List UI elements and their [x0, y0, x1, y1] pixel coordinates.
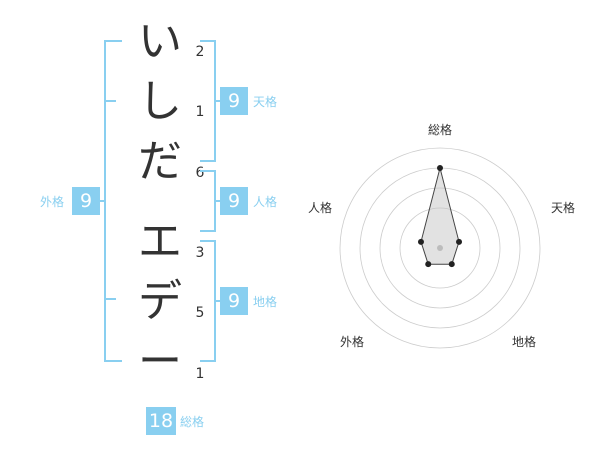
- chikaku-bracket-connector: [214, 300, 220, 302]
- name-char-5: デ: [138, 276, 182, 327]
- soukaku-label: 総格: [180, 415, 205, 429]
- jinkaku-value-badge: 9: [220, 187, 248, 215]
- radar-point-5: [417, 238, 424, 245]
- radar-axis-label-chikaku: 地格: [511, 335, 536, 349]
- stroke-count-6: 1: [195, 366, 205, 382]
- stroke-count-5: 5: [195, 305, 205, 321]
- name-char-6: ー: [138, 336, 182, 387]
- stroke-count-4: 3: [195, 245, 205, 261]
- radar-point-4: [425, 261, 432, 268]
- gaikaku-label: 外格: [40, 195, 65, 209]
- radar-series-area: [420, 167, 460, 265]
- radar-center-dot: [437, 245, 443, 251]
- radar-grid-ring: [379, 187, 501, 309]
- tenkaku-label: 天格: [253, 95, 278, 109]
- radar-point-2: [456, 238, 463, 245]
- name-char-3: だ: [138, 136, 182, 187]
- gaikaku-bracket: [104, 40, 122, 362]
- name-char-1: い: [138, 16, 182, 67]
- gaikaku-bracket-tick: [104, 100, 116, 102]
- gaikaku-value-badge: 9: [72, 187, 100, 215]
- chikaku-value-badge: 9: [220, 287, 248, 315]
- tenkaku-value-badge: 9: [220, 87, 248, 115]
- name-char-2: し: [138, 76, 182, 127]
- soukaku-value-badge: 18: [146, 407, 176, 435]
- radar-grid-ring: [399, 207, 481, 289]
- radar-point-1: [437, 165, 443, 171]
- fortune-radar-chart: [339, 147, 541, 349]
- stroke-count-1: 2: [195, 44, 205, 60]
- stroke-count-2: 1: [195, 104, 205, 120]
- gaikaku-bracket-tick: [104, 298, 116, 300]
- radar-axis-label-jinkaku: 人格: [307, 201, 332, 215]
- radar-point-3: [448, 261, 455, 268]
- jinkaku-label: 人格: [253, 195, 278, 209]
- jinkaku-bracket-connector: [214, 200, 220, 202]
- name-char-4: エ: [138, 216, 182, 267]
- radar-grid-ring: [339, 147, 541, 349]
- chikaku-label: 地格: [253, 295, 278, 309]
- gaikaku-bracket-connector: [100, 200, 106, 202]
- stroke-count-3: 6: [195, 165, 205, 181]
- radar-axis-label-soukaku: 総格: [427, 123, 452, 137]
- tenkaku-bracket-connector: [214, 100, 220, 102]
- radar-axis-label-gaikaku: 外格: [339, 335, 364, 349]
- radar-axis-label-tenkaku: 天格: [550, 201, 575, 215]
